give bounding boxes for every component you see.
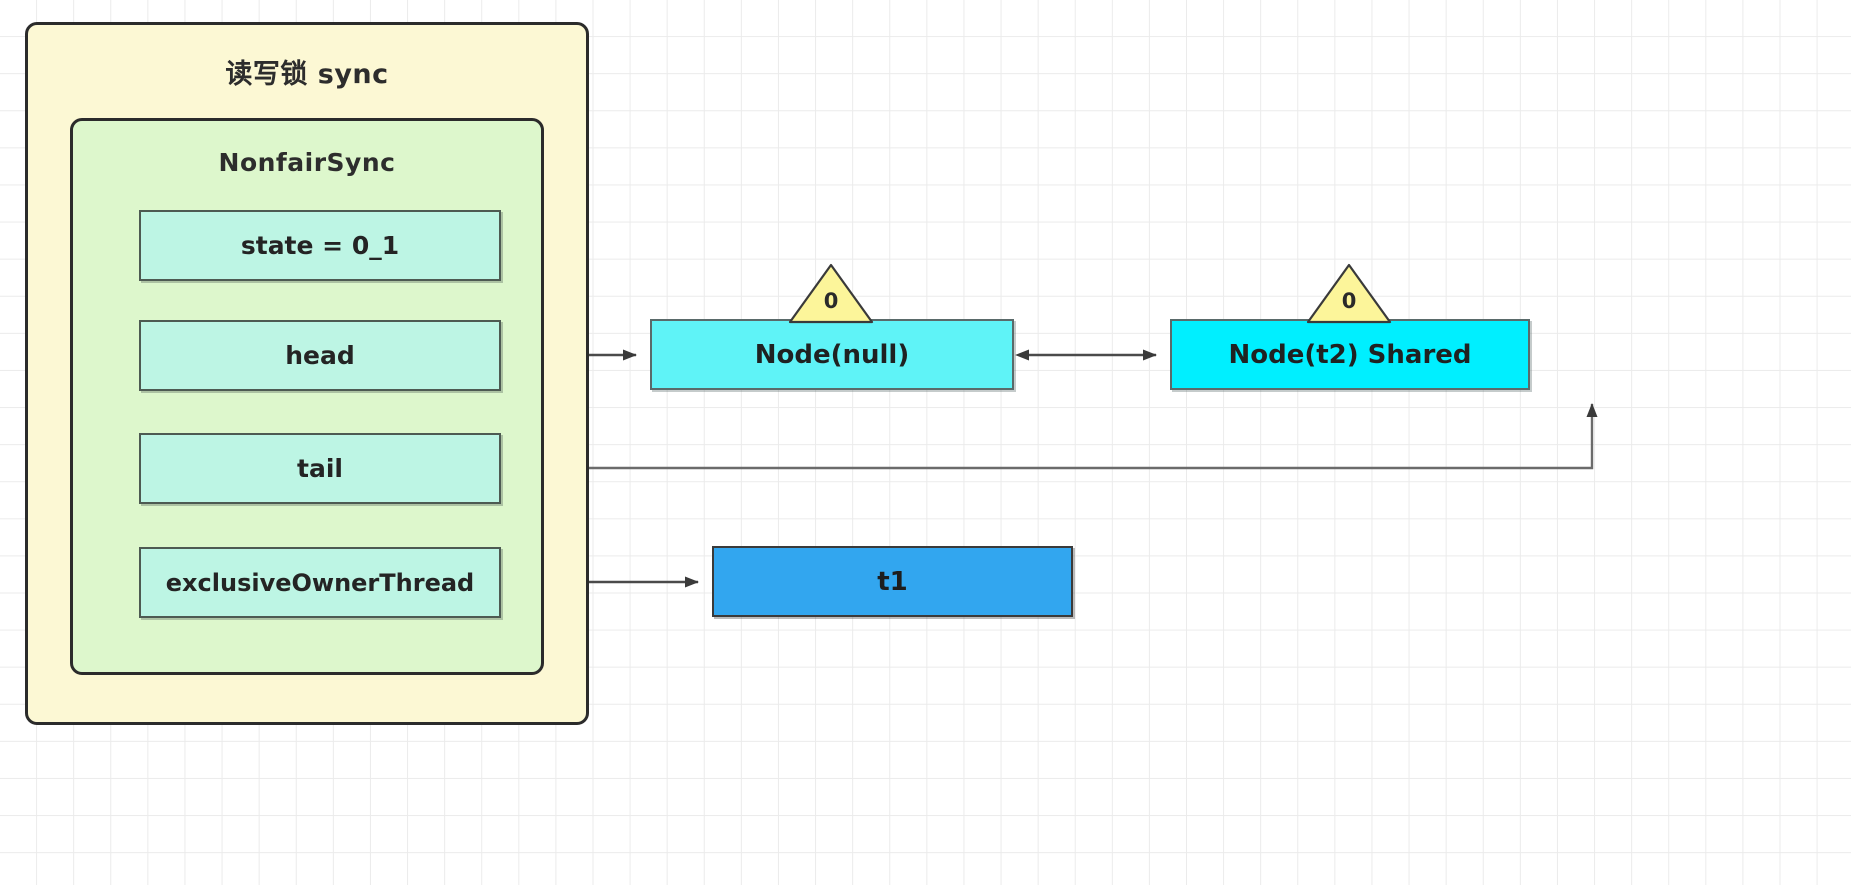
triangle-icon <box>1306 263 1392 324</box>
thread-t1-label: t1 <box>877 566 908 597</box>
node-null-box[interactable]: Node(null) <box>650 319 1014 390</box>
sync-container-title: 读写锁 sync <box>225 59 389 90</box>
connector-tail-to-node-t2 <box>501 403 1598 470</box>
field-tail[interactable]: tail <box>139 433 501 504</box>
field-state-label: state = 0_1 <box>240 231 400 260</box>
waitstatus-triangle-node-t2: 0 <box>1306 263 1392 325</box>
thread-t1-box[interactable]: t1 <box>712 546 1073 617</box>
waitstatus-node-null-value: 0 <box>823 289 839 313</box>
node-null-label: Node(null) <box>754 339 910 370</box>
field-head[interactable]: head <box>139 320 501 391</box>
node-t2-shared-box[interactable]: Node(t2) Shared <box>1170 319 1530 390</box>
field-exclusive-owner-thread-label: exclusiveOwnerThread <box>165 568 475 597</box>
triangle-icon <box>788 263 874 324</box>
waitstatus-triangle-node-null: 0 <box>788 263 874 325</box>
field-exclusive-owner-thread[interactable]: exclusiveOwnerThread <box>139 547 501 618</box>
nonfairsync-container-title: NonfairSync <box>218 148 396 177</box>
field-state[interactable]: state = 0_1 <box>139 210 501 281</box>
field-head-label: head <box>285 341 355 370</box>
waitstatus-node-t2-value: 0 <box>1341 289 1357 313</box>
node-t2-shared-label: Node(t2) Shared <box>1228 339 1472 370</box>
field-tail-label: tail <box>297 454 343 483</box>
